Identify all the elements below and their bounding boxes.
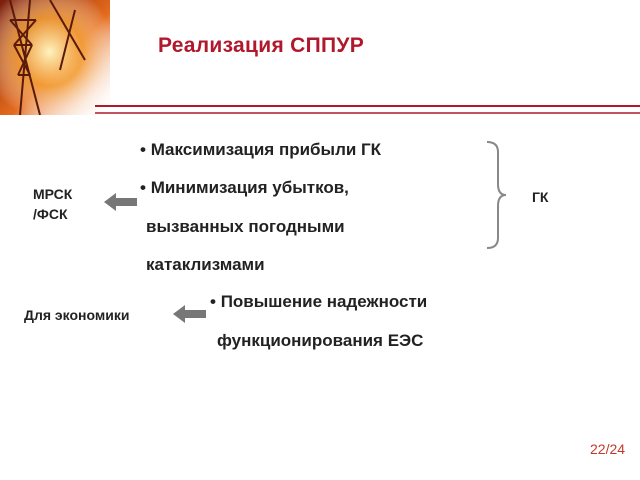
page-number: 22/24	[590, 441, 626, 457]
label-mrsk-line2: /ФСК	[33, 206, 68, 222]
bullet-continuation: вызванных погодными	[146, 217, 345, 236]
bullet-continuation: функционирования ЕЭС	[217, 331, 424, 350]
arrow-left-icon	[104, 193, 137, 211]
bullet-marker: •	[140, 140, 146, 159]
bullet-text: Максимизация прибыли ГК	[150, 140, 382, 159]
arrow-left-icon	[173, 305, 206, 323]
bullet-text: Минимизация убытков,	[150, 178, 349, 197]
label-economy: Для экономики	[24, 307, 130, 323]
bullet-marker: •	[140, 178, 146, 197]
label-mrsk-line1: МРСК	[33, 186, 73, 202]
bullet-item-2: • Минимизация убытков,	[140, 178, 349, 198]
bullet-continuation: катаклизмами	[146, 255, 265, 274]
bullet-text: Повышение надежности	[220, 292, 428, 311]
pylon-image	[0, 0, 110, 115]
label-gk: ГК	[532, 189, 549, 205]
slide-title: Реализация СППУР	[158, 34, 365, 57]
bullet-item-1: • Максимизация прибыли ГК	[140, 140, 381, 160]
label-mrsk: МРСК /ФСК	[33, 184, 72, 224]
title-divider	[95, 105, 640, 114]
right-brace-icon	[486, 141, 507, 249]
bullet-marker: •	[210, 292, 216, 311]
bullet-item-3: • Повышение надежности	[210, 292, 427, 312]
